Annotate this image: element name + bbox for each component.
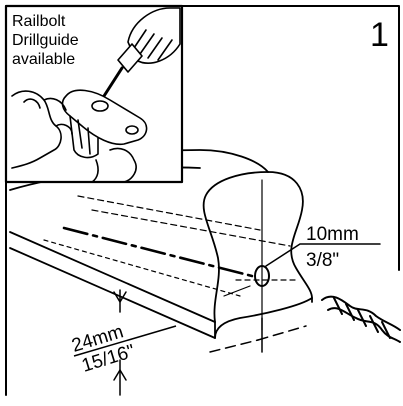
hole-leader-line xyxy=(265,243,381,267)
drill-hole xyxy=(254,265,270,287)
hole-diameter-imperial: 3/8" xyxy=(306,250,339,271)
inset-note: Railbolt Drillguide available xyxy=(12,13,79,68)
drill-icon xyxy=(99,7,181,105)
centerline-guides xyxy=(43,179,297,331)
depth-dimension xyxy=(113,285,307,396)
inset-note-line-2: Drillguide xyxy=(12,32,79,49)
inset-note-line-1: Railbolt xyxy=(12,13,66,30)
drill-bit-icon xyxy=(321,295,401,343)
step-number: 1 xyxy=(370,16,389,54)
hand-icon xyxy=(11,90,137,183)
drillguide-block xyxy=(61,89,148,159)
depth-label-underline xyxy=(73,325,177,357)
inset-note-line-3: available xyxy=(12,51,75,68)
hole-diameter-metric: 10mm xyxy=(306,224,359,245)
